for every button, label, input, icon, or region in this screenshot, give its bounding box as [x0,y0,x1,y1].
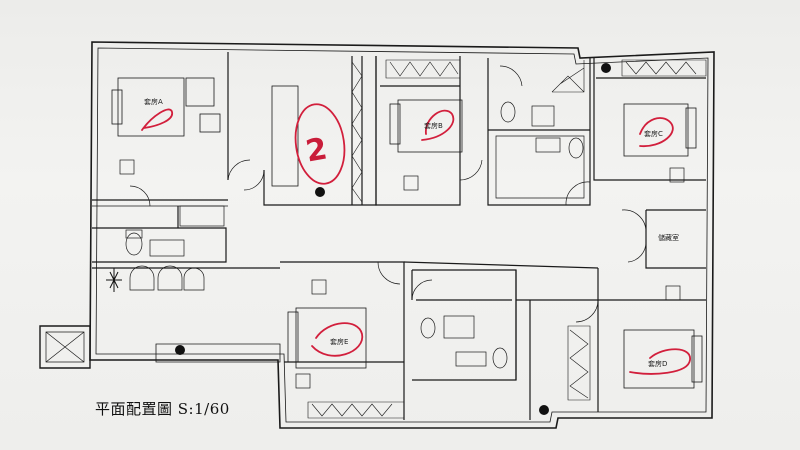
room-label-suite-c: 套房C [644,129,663,138]
red-scribble-b [421,109,455,141]
fan-icon [601,63,611,73]
handwritten-number: 2 [303,131,330,169]
red-pen-marks [141,103,691,375]
room-label-storage: 儲藏室 [658,233,679,242]
plant-icon [106,268,122,292]
bed-suite-c [623,103,689,157]
red-circle-2 [294,103,346,185]
door-swings [129,65,647,323]
fan-icons [175,63,611,415]
red-scribble-d [629,348,691,375]
room-label-suite-e: 套房E [330,337,348,346]
fan-icon [315,187,325,197]
bed-suite-d [623,329,695,389]
room-label-suite-d: 套房D [648,359,667,368]
red-scribble-c [639,117,674,147]
fan-icon [539,405,549,415]
plan-caption: 平面配置圖 S:1/60 [95,400,230,418]
bed-suite-b [397,99,463,153]
red-scribble-e [311,322,363,357]
room-label-suite-b: 套房B [424,121,443,130]
beds [111,77,703,389]
room-label-suite-a: 套房A [144,97,163,106]
walls [39,41,715,429]
bed-suite-e [295,307,367,369]
fixtures [119,101,685,389]
fan-icon [175,345,185,355]
bed-suite-a [117,77,185,137]
closet-hatching [307,59,707,419]
bed-suite-2 [271,85,299,187]
red-scribble-a [141,108,173,131]
